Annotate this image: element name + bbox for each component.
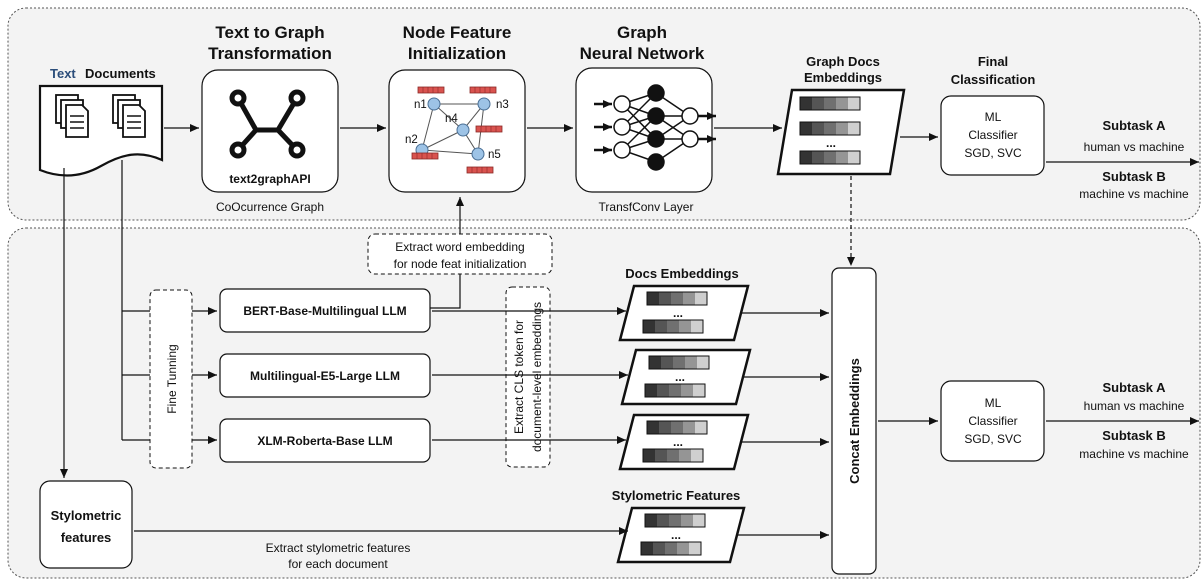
feature-vector	[475, 125, 503, 133]
llm-box-xlm	[219, 418, 431, 463]
t2g-inner-label: text2graphAPI	[229, 172, 310, 186]
subtask-b-desc: machine vs machine	[1079, 187, 1189, 201]
feature-vector	[411, 152, 439, 160]
ellipsis: ...	[673, 306, 683, 320]
stylometric-box	[39, 480, 133, 569]
stylometric-box-line1: Stylometric	[51, 508, 122, 523]
graph-logo-icon	[229, 89, 306, 159]
fine-tuning-box	[149, 289, 193, 469]
classifier-algos: SGD, SVC	[964, 432, 1022, 446]
cls-token-text-2: document-level embeddings	[530, 302, 544, 452]
concat-embeddings-label: Concat Embeddings	[847, 358, 862, 484]
node-graph: n1 n2 n3 n4 n5	[405, 86, 509, 174]
feature-vector	[466, 166, 494, 174]
gde-title: Graph Docs	[806, 54, 880, 69]
embedding-row	[642, 319, 704, 334]
concat-embeddings-box	[831, 267, 877, 575]
llm-label: XLM-Roberta-Base LLM	[257, 434, 392, 448]
fine-tuning-label: Fine Tunning	[165, 344, 179, 413]
nfi-title: Node Feature	[403, 23, 512, 42]
neural-network-icon	[594, 84, 716, 171]
t2g-caption: CoOcurrence Graph	[216, 200, 324, 214]
embedding-row	[646, 420, 708, 435]
ellipsis: ...	[673, 435, 683, 449]
llm-label: Multilingual-E5-Large LLM	[250, 369, 400, 383]
documents-label: Documents	[85, 66, 156, 81]
graph-node	[427, 97, 441, 111]
subtask-a-title: Subtask A	[1102, 118, 1166, 133]
embedding-row	[799, 150, 861, 165]
text-label: Text	[50, 66, 76, 81]
stylometric-box-line2: features	[61, 530, 112, 545]
cls-token-box	[505, 286, 551, 468]
subtask-a-desc: human vs machine	[1084, 399, 1185, 413]
node-label: n2	[405, 134, 418, 146]
llm-box-e5	[219, 353, 431, 398]
final-subtitle: Classification	[951, 72, 1036, 87]
gnn-caption: TransfConv Layer	[599, 200, 694, 214]
document-icon	[112, 94, 146, 138]
gnn-box	[575, 67, 713, 193]
gde-subtitle: Embeddings	[804, 70, 882, 85]
docs-embeddings-title: Docs Embeddings	[625, 266, 738, 281]
feature-vector	[417, 86, 445, 94]
node-label: n4	[445, 113, 458, 125]
node-label: n3	[496, 99, 509, 111]
subtask-a-title: Subtask A	[1102, 380, 1166, 395]
llm-box-bert	[219, 288, 431, 333]
embedding-row	[799, 96, 861, 111]
t2g-subtitle: Transformation	[208, 44, 332, 63]
embedding-row	[799, 121, 861, 136]
graph-node	[456, 123, 470, 137]
document-icon	[55, 94, 89, 138]
embedding-row	[642, 448, 704, 463]
word-embedding-text-1: Extract word embedding	[395, 240, 524, 254]
extract-stylometric-text-1: Extract stylometric features	[266, 541, 411, 555]
node-label: n1	[414, 99, 427, 111]
classifier-box-top	[940, 95, 1045, 176]
subtask-b-title: Subtask B	[1102, 428, 1166, 443]
embedding-row	[640, 541, 702, 556]
classifier-name: Classifier	[968, 128, 1017, 142]
word-embedding-text-2: for node feat initialization	[394, 257, 527, 271]
classifier-name: Classifier	[968, 414, 1017, 428]
embedding-row	[644, 513, 706, 528]
embedding-row	[644, 383, 706, 398]
ellipsis: ...	[671, 528, 681, 542]
classifier-ml: ML	[985, 396, 1002, 410]
classifier-ml: ML	[985, 110, 1002, 124]
subtask-b-title: Subtask B	[1102, 169, 1166, 184]
feature-vector	[469, 86, 497, 94]
gnn-subtitle: Neural Network	[580, 44, 705, 63]
embedding-row	[646, 291, 708, 306]
extract-stylometric-text-2: for each document	[288, 557, 388, 571]
llm-label: BERT-Base-Multilingual LLM	[243, 304, 406, 318]
t2g-title: Text to Graph	[215, 23, 324, 42]
ellipsis: ...	[826, 136, 836, 150]
graph-node	[471, 147, 485, 161]
classifier-box-bottom	[940, 380, 1045, 462]
subtask-b-desc: machine vs machine	[1079, 447, 1189, 461]
subtask-a-desc: human vs machine	[1084, 140, 1185, 154]
nfi-subtitle: Initialization	[408, 44, 506, 63]
stylometric-features-title: Stylometric Features	[612, 488, 741, 503]
cls-token-text-1: Extract CLS token for	[512, 320, 526, 434]
classifier-algos: SGD, SVC	[964, 146, 1022, 160]
ellipsis: ...	[675, 370, 685, 384]
node-label: n5	[488, 149, 501, 161]
embedding-row	[648, 355, 710, 370]
graph-node	[477, 97, 491, 111]
final-title: Final	[978, 54, 1008, 69]
gnn-title: Graph	[617, 23, 667, 42]
